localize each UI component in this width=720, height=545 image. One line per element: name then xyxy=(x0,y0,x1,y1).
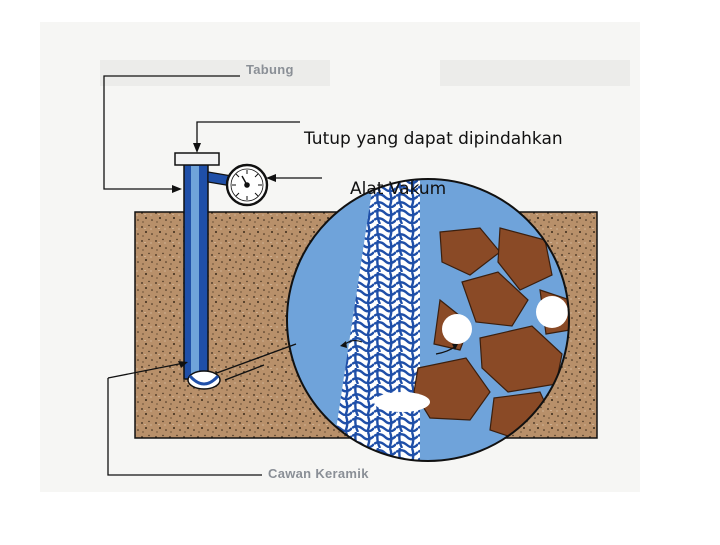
label-removable-cap: Tutup yang dapat dipindahkan xyxy=(304,129,563,149)
leader-arrowheads xyxy=(172,143,276,368)
label-tube: Tabung xyxy=(246,62,294,77)
vacuum-gauge xyxy=(225,163,269,207)
removable-cap xyxy=(174,152,220,166)
background-artifact xyxy=(100,60,330,86)
ceramic-cup xyxy=(187,370,221,390)
label-vacuum-gauge: Alat Vakum xyxy=(350,179,447,199)
leader-lines xyxy=(103,75,322,476)
magnification-callout-lines xyxy=(213,343,297,381)
background-artifact xyxy=(440,60,630,86)
label-ceramic-cup: Cawan Keramik xyxy=(268,466,369,481)
